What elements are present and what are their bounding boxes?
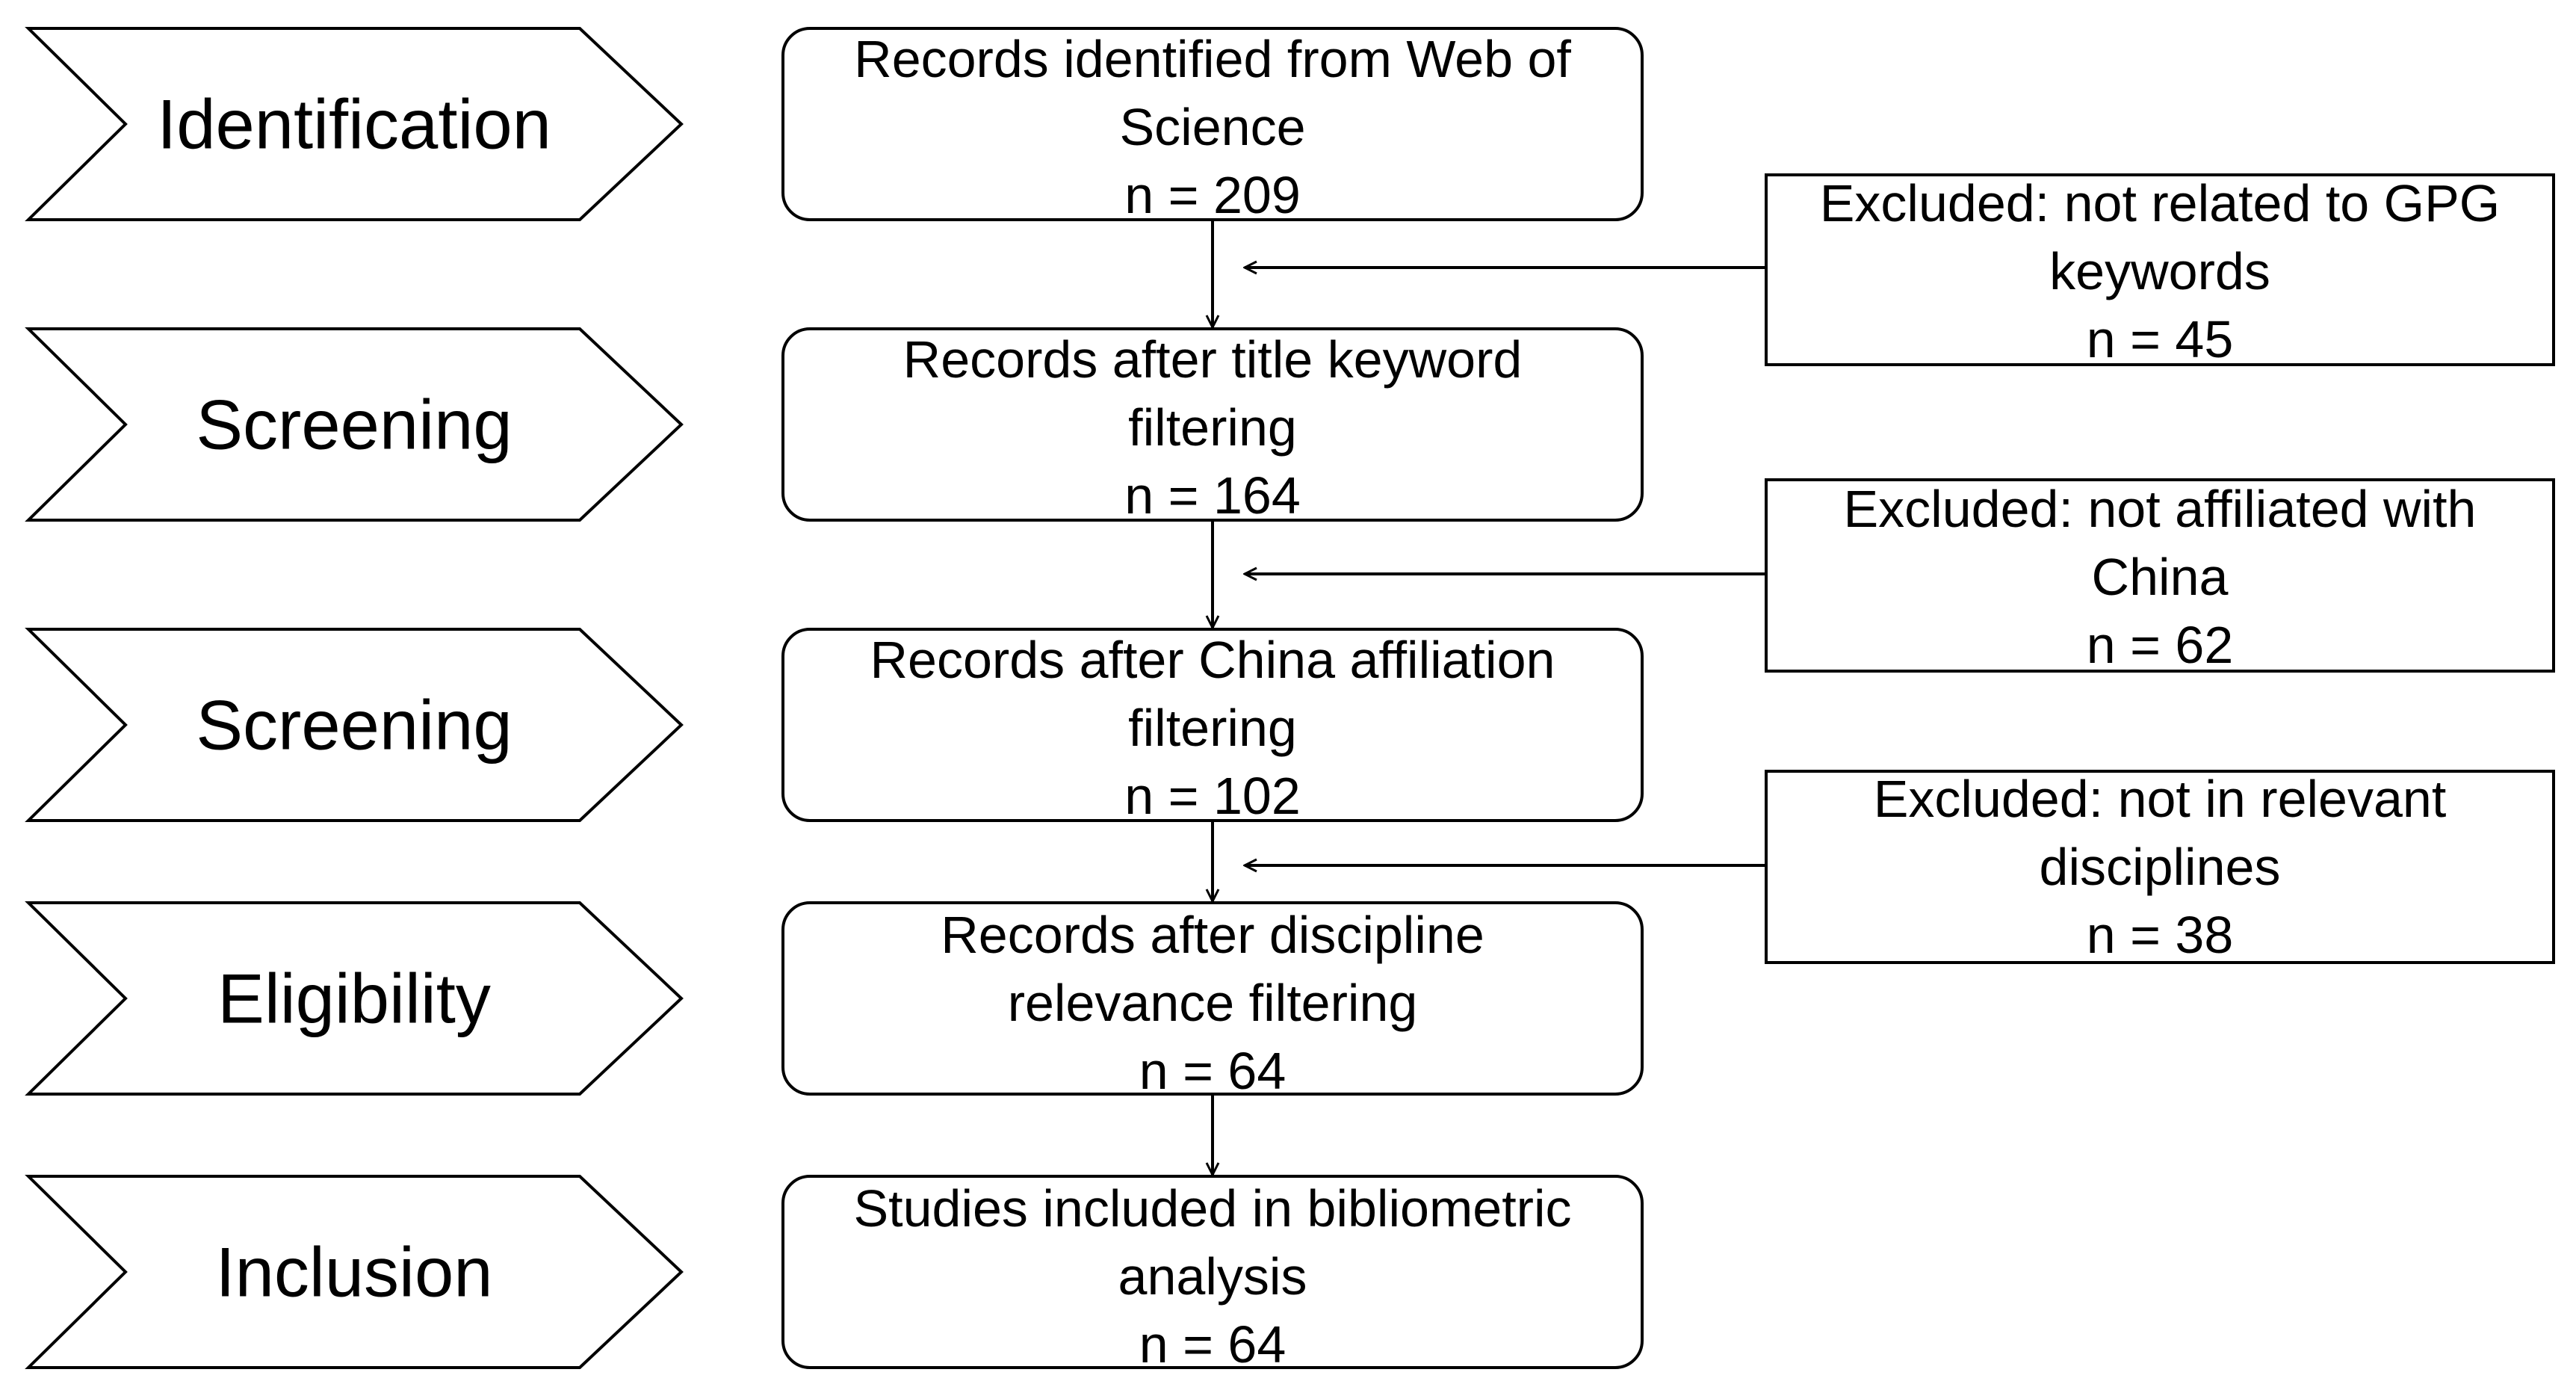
record-count: n = 209 — [1124, 166, 1301, 224]
stage-label-identification: Identification — [157, 85, 551, 164]
stage-chevron-inclusion: Inclusion — [25, 1175, 684, 1369]
stage-label-screening-title: Screening — [196, 386, 512, 464]
exclusion-count: n = 45 — [2087, 310, 2234, 368]
record-text-line: Records identified from Web of — [854, 30, 1571, 88]
record-box-affiliation-filtering: Records after China affiliation filterin… — [781, 628, 1644, 825]
exclusion-count: n = 38 — [2087, 906, 2234, 964]
record-count: n = 164 — [1124, 466, 1301, 525]
record-text-line: relevance filtering — [1008, 974, 1418, 1032]
exclusion-box-disciplines: Excluded: not in relevant disciplines n … — [1765, 770, 2555, 964]
exclusion-text-line: Excluded: not affiliated with — [1843, 480, 2476, 538]
stage-chevron-eligibility: Eligibility — [25, 901, 684, 1096]
record-text-line: analysis — [1118, 1247, 1307, 1306]
record-box-included: Studies included in bibliometric analysi… — [781, 1175, 1644, 1374]
exclusion-count: n = 62 — [2087, 616, 2234, 674]
record-text-line: filtering — [1128, 398, 1297, 457]
record-box-identified: Records identified from Web of Science n… — [781, 27, 1644, 224]
record-count: n = 64 — [1139, 1042, 1287, 1100]
record-text-line: Science — [1119, 98, 1305, 156]
exclusion-text-line: keywords — [2049, 242, 2270, 300]
record-box-discipline-filtering: Records after discipline relevance filte… — [781, 901, 1644, 1100]
exclusion-text-line: Excluded: not in relevant — [1874, 770, 2447, 828]
stage-label-inclusion: Inclusion — [216, 1233, 493, 1312]
record-count: n = 102 — [1124, 767, 1301, 825]
exclusion-text-line: disciplines — [2040, 838, 2281, 896]
stage-chevron-screening-affiliation: Screening — [25, 628, 684, 822]
record-text-line: Records after China affiliation — [870, 631, 1555, 689]
record-text-line: Records after discipline — [941, 906, 1484, 964]
record-text-line: Studies included in bibliometric — [853, 1179, 1571, 1238]
stage-label-screening-affiliation: Screening — [196, 686, 512, 765]
record-text-line: Records after title keyword — [903, 330, 1523, 389]
stage-chevron-screening-title: Screening — [25, 327, 684, 522]
exclusion-text-line: China — [2092, 548, 2229, 606]
exclusion-box-keywords: Excluded: not related to GPG keywords n … — [1765, 173, 2555, 368]
exclusion-box-affiliation: Excluded: not affiliated with China n = … — [1765, 478, 2555, 674]
record-box-title-filtering: Records after title keyword filtering n … — [781, 327, 1644, 525]
record-text-line: filtering — [1128, 699, 1297, 757]
stage-chevron-identification: Identification — [25, 27, 684, 221]
stage-label-eligibility: Eligibility — [217, 960, 491, 1038]
exclusion-text-line: Excluded: not related to GPG — [1820, 174, 2501, 232]
record-count: n = 64 — [1139, 1315, 1287, 1374]
